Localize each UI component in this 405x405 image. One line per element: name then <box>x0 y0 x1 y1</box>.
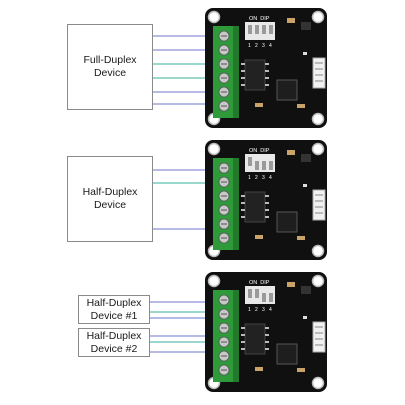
device-label-line-1: Half-Duplex <box>82 186 138 198</box>
dip-number: 1 <box>248 43 251 49</box>
device-label-line-2: Device <box>93 67 127 79</box>
terminal-screws <box>218 294 230 376</box>
ic-chip <box>276 343 298 365</box>
dip-label: ON DIP <box>249 148 270 154</box>
device-label-line-1: Full-Duplex <box>83 54 137 66</box>
half-duplex-device-box: Half-Duplex Device <box>67 156 153 242</box>
dip-number: 3 <box>262 175 265 181</box>
dip-number: 2 <box>255 43 258 49</box>
mounting-hole <box>207 274 221 288</box>
mounting-hole <box>311 10 325 24</box>
rs485-board-3: ON DIP 1 2 3 4 <box>205 272 327 392</box>
mounting-hole <box>311 274 325 288</box>
dip-number: 3 <box>262 43 265 49</box>
mounting-hole <box>207 10 221 24</box>
dip-label: ON DIP <box>249 280 270 286</box>
transceiver-chip <box>244 59 266 91</box>
dip-number: 4 <box>269 307 272 313</box>
ic-chip <box>276 211 298 233</box>
transceiver-chip <box>244 323 266 355</box>
rs485-board-2: ON DIP 1 2 3 4 <box>205 140 327 260</box>
device-label-line-2: Device <box>93 199 127 211</box>
device-label-line-2: Device #1 <box>90 309 138 322</box>
half-duplex-device-1-box: Half-Duplex Device #1 <box>78 295 150 324</box>
device-label-line-2: Device #2 <box>90 342 138 355</box>
dip-switch <box>245 154 275 172</box>
rs485-board-1: ON DIP 1 2 3 4 <box>205 8 327 128</box>
dip-number: 3 <box>262 307 265 313</box>
dip-number: 2 <box>255 175 258 181</box>
mounting-hole <box>311 112 325 126</box>
dip-switch <box>245 286 275 304</box>
dip-switch <box>245 22 275 40</box>
dip-number: 1 <box>248 175 251 181</box>
mounting-hole <box>311 376 325 390</box>
mounting-hole <box>311 244 325 258</box>
full-duplex-device-box: Full-Duplex Device <box>67 24 153 110</box>
transceiver-chip <box>244 191 266 223</box>
dip-number: 2 <box>255 307 258 313</box>
dip-label: ON DIP <box>249 16 270 22</box>
terminal-block <box>213 26 235 118</box>
dip-number: 4 <box>269 175 272 181</box>
half-duplex-device-2-box: Half-Duplex Device #2 <box>78 328 150 357</box>
terminal-block <box>213 290 235 382</box>
dip-number: 1 <box>248 307 251 313</box>
device-label-line-1: Half-Duplex <box>86 329 142 342</box>
mounting-hole <box>311 142 325 156</box>
ic-chip <box>276 79 298 101</box>
mounting-hole <box>207 142 221 156</box>
terminal-block <box>213 158 235 250</box>
dip-number: 4 <box>269 43 272 49</box>
device-label-line-1: Half-Duplex <box>86 296 142 309</box>
